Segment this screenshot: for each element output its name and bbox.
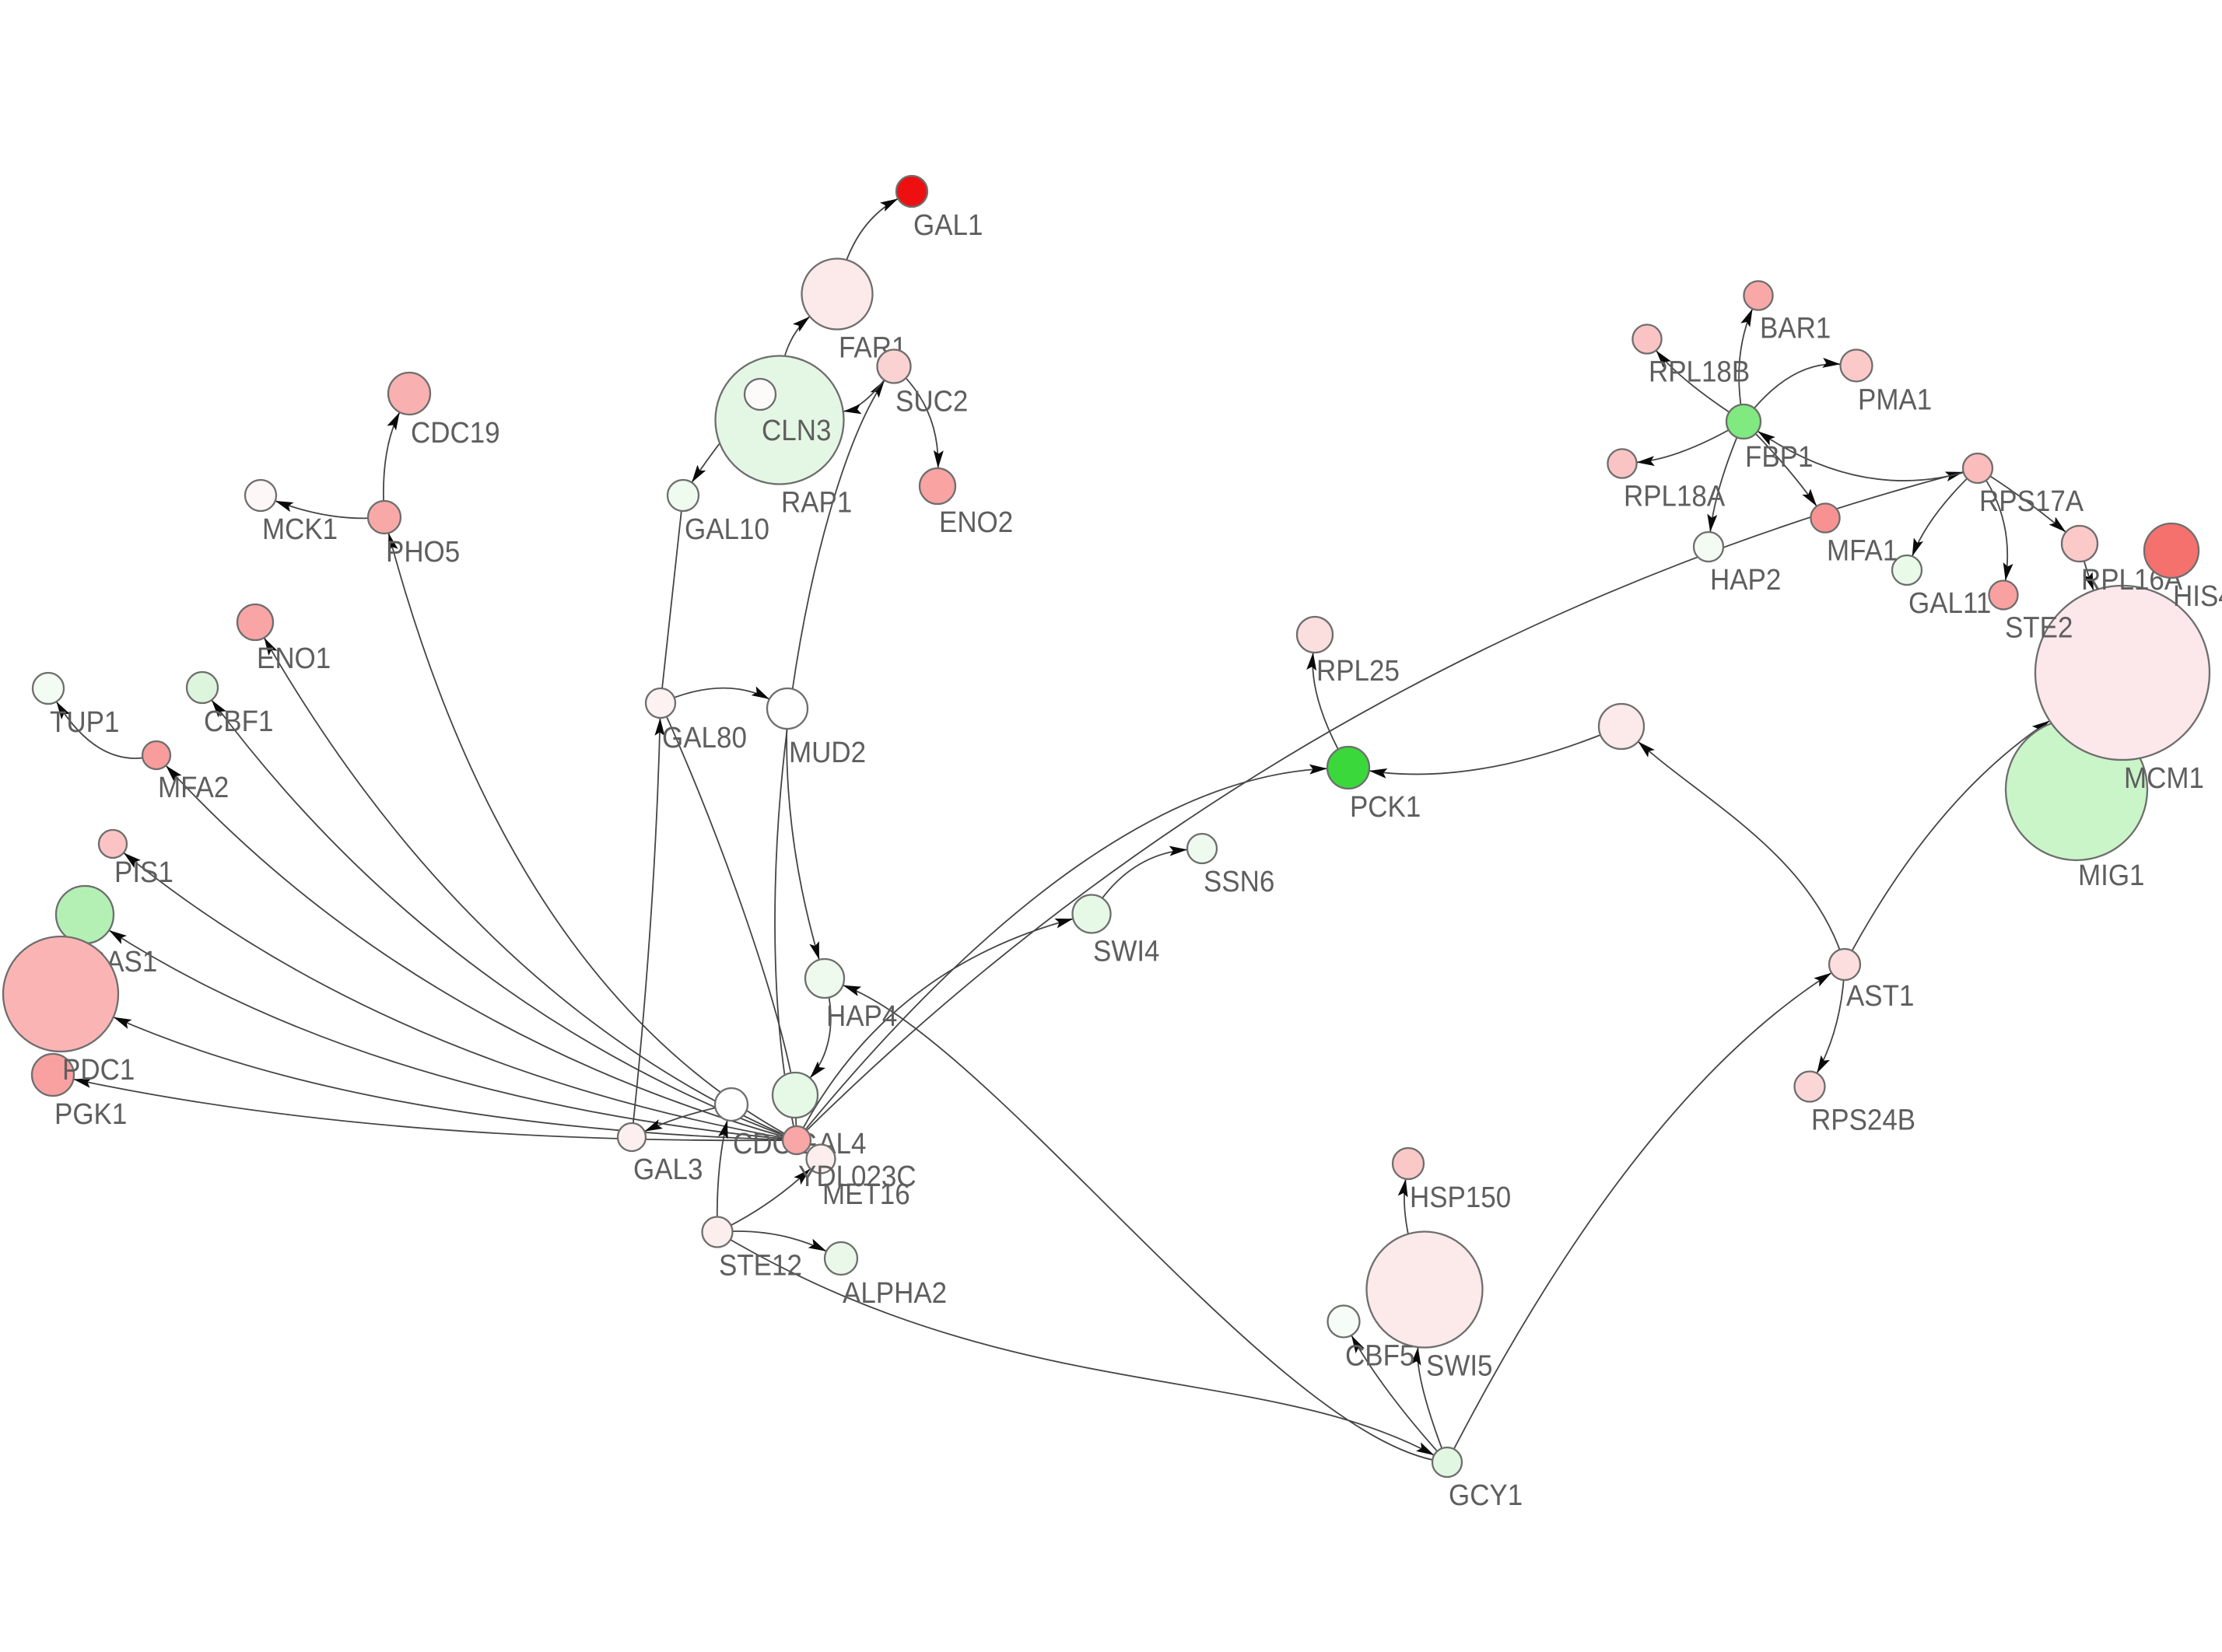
svg-text:HIS4: HIS4: [2173, 580, 2222, 613]
svg-text:SUC2: SUC2: [895, 386, 968, 418]
svg-text:PMA1: PMA1: [1858, 384, 1932, 417]
svg-text:MUD2: MUD2: [789, 737, 866, 769]
svg-text:BAR1: BAR1: [1760, 313, 1831, 345]
svg-text:CLN3: CLN3: [762, 415, 831, 447]
svg-text:HAP2: HAP2: [1710, 564, 1781, 597]
svg-text:RPL18B: RPL18B: [1649, 356, 1750, 389]
svg-text:STE2: STE2: [2005, 612, 2073, 645]
svg-text:PGK1: PGK1: [54, 1098, 127, 1131]
svg-text:ENO2: ENO2: [939, 506, 1013, 539]
svg-text:PIS1: PIS1: [114, 856, 173, 889]
svg-text:MIG1: MIG1: [2078, 859, 2145, 892]
svg-text:GAL3: GAL3: [633, 1153, 703, 1186]
svg-text:GAL11: GAL11: [1908, 587, 1991, 620]
svg-text:GAL10: GAL10: [685, 513, 769, 546]
svg-text:CDC19: CDC19: [411, 417, 500, 450]
svg-text:RPL18A: RPL18A: [1624, 481, 1726, 513]
svg-text:TUP1: TUP1: [50, 706, 119, 739]
svg-text:MFA1: MFA1: [1827, 535, 1898, 568]
svg-text:MCK1: MCK1: [262, 513, 338, 546]
svg-text:GAL80: GAL80: [662, 722, 747, 754]
svg-text:HAP4: HAP4: [826, 1000, 897, 1033]
svg-text:RPS24B: RPS24B: [1811, 1104, 1915, 1137]
svg-text:CBF1: CBF1: [204, 705, 273, 738]
svg-text:MFA2: MFA2: [158, 772, 229, 804]
svg-text:PHO5: PHO5: [386, 536, 460, 569]
svg-text:SWI4: SWI4: [1093, 936, 1160, 968]
svg-text:SSN6: SSN6: [1204, 866, 1274, 898]
svg-text:GAL1: GAL1: [913, 209, 983, 242]
svg-text:RPS17A: RPS17A: [1979, 485, 2084, 518]
svg-text:ALPHA2: ALPHA2: [843, 1277, 947, 1310]
svg-text:STE12: STE12: [719, 1250, 802, 1283]
svg-text:PCK1: PCK1: [1350, 791, 1421, 824]
svg-text:MET16: MET16: [822, 1178, 910, 1211]
svg-text:HSP150: HSP150: [1410, 1181, 1511, 1214]
svg-text:SWI5: SWI5: [1426, 1350, 1493, 1383]
svg-text:GCY1: GCY1: [1449, 1479, 1523, 1512]
svg-text:RPL25: RPL25: [1316, 655, 1400, 688]
svg-text:MCM1: MCM1: [2124, 762, 2204, 795]
svg-text:ENO1: ENO1: [257, 642, 331, 675]
svg-text:RAP1: RAP1: [781, 487, 852, 520]
svg-text:PDC1: PDC1: [62, 1054, 135, 1087]
svg-text:CBF5: CBF5: [1345, 1340, 1414, 1373]
svg-text:FBP1: FBP1: [1745, 441, 1813, 474]
svg-text:AST1: AST1: [1846, 980, 1914, 1013]
svg-text:YDL023C: YDL023C: [798, 1160, 916, 1193]
